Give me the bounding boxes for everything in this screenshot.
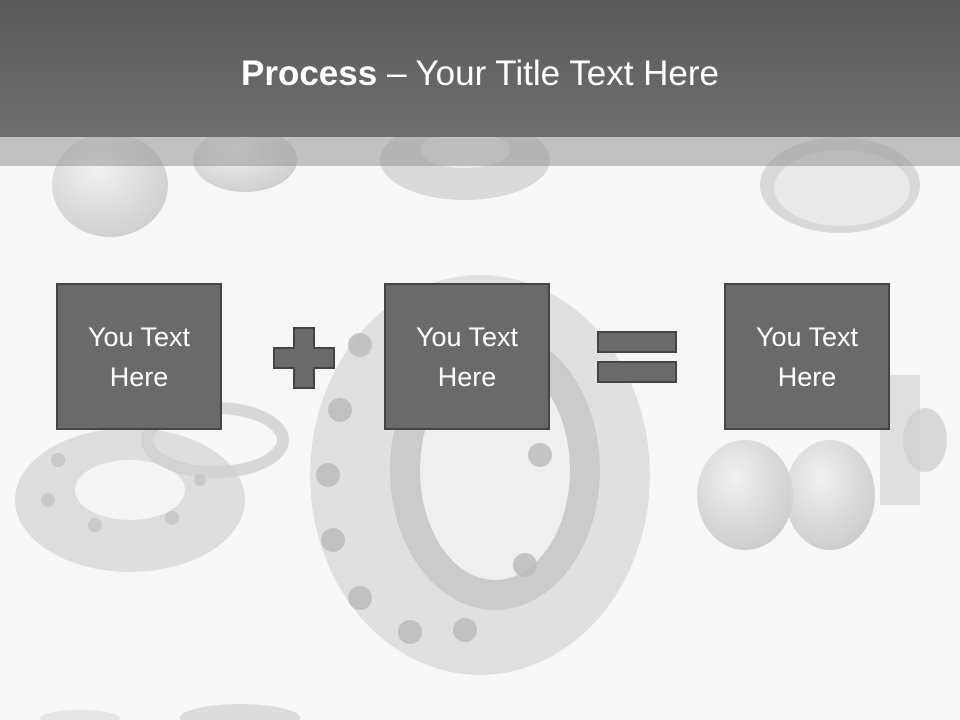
process-box-1-label: You Text Here: [87, 321, 191, 392]
plus-icon: [273, 327, 335, 389]
slide-title-rest: – Your Title Text Here: [377, 54, 719, 93]
process-box-1[interactable]: You Text Here: [56, 283, 222, 430]
title-accent-strip: [0, 137, 960, 166]
process-box-2-label: You Text Here: [415, 321, 519, 392]
process-box-3[interactable]: You Text Here: [724, 283, 890, 430]
title-bar: [0, 0, 960, 137]
process-box-2[interactable]: You Text Here: [384, 283, 550, 430]
slide-title-bold: Process: [241, 54, 378, 93]
equals-icon: [597, 331, 677, 383]
process-box-3-label: You Text Here: [755, 321, 859, 392]
slide-title: Process – Your Title Text Here: [0, 52, 960, 96]
